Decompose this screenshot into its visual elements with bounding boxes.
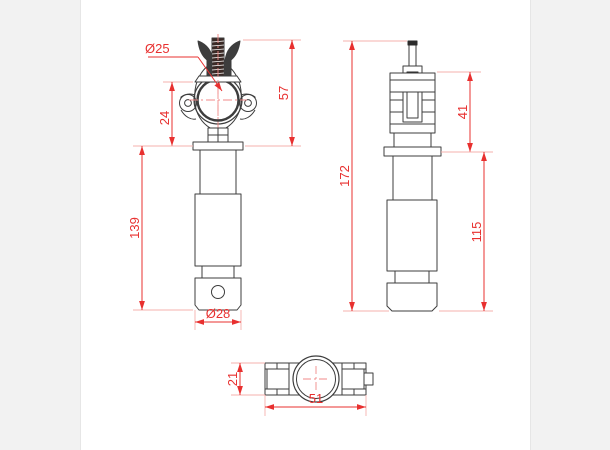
dim-label-body-height: 139 [127, 217, 142, 239]
bottom-cap-hole [211, 285, 225, 299]
clamp-web-left [180, 93, 196, 98]
side-view-dimensions: 172 41 115 [337, 40, 493, 312]
front-view [179, 34, 257, 312]
dim-label-diameter-bottom: Ø28 [206, 306, 231, 321]
top-view [264, 355, 374, 403]
side-tube-neck [394, 270, 430, 284]
tube-upper [199, 149, 237, 195]
wing-nut-right-wing [220, 40, 241, 77]
side-bottom-cap [386, 282, 438, 312]
clamp-web-right [240, 93, 256, 98]
dim-label-lower-height: 115 [469, 222, 484, 243]
side-view [383, 40, 442, 312]
side-tube-upper [392, 155, 433, 201]
side-head-band-3 [389, 123, 436, 134]
clamp-web-right-lower [239, 109, 256, 120]
dim-label-head-height: 41 [455, 105, 470, 119]
top-view-dimensions: 21 51 [225, 362, 367, 416]
side-head-band-1 [389, 79, 436, 93]
top-left-block [266, 368, 290, 390]
side-bolt-head [407, 40, 418, 46]
side-head-inner-slot-2 [406, 91, 419, 119]
dim-label-top-width: 51 [309, 391, 323, 406]
flange-plate [192, 141, 244, 151]
tube-bottom-cap [194, 277, 242, 311]
drawing-page: Ø25 24 57 139 Ø28 [80, 0, 531, 450]
wing-nut-assembly [194, 34, 242, 83]
dim-label-clamp-total: 57 [276, 86, 291, 100]
clamp-ear-left-hole [184, 99, 192, 107]
top-right-stub [363, 372, 374, 386]
top-right-block [341, 368, 365, 390]
technical-drawing-canvas: Ø25 24 57 139 Ø28 [127, 34, 493, 416]
dim-label-diameter-top: Ø25 [145, 41, 170, 56]
dim-label-top-depth: 21 [225, 372, 240, 386]
front-view-dimensions: Ø25 24 57 139 Ø28 [127, 39, 301, 330]
clamp-ear-right-hole [244, 99, 252, 107]
wing-nut-collar [194, 75, 242, 83]
dim-label-clamp-offset: 24 [157, 111, 172, 125]
tube-lower-neck [201, 265, 235, 279]
side-head-band-4 [393, 132, 432, 148]
clamp-web-left-lower [180, 109, 197, 120]
side-head-top-plate [389, 72, 436, 81]
dim-label-overall-height: 172 [337, 165, 352, 187]
side-tube-barrel [386, 199, 438, 272]
side-flange-plate [383, 146, 442, 157]
tube-barrel [194, 193, 242, 267]
dim-d25-leader [197, 56, 223, 92]
side-bolt-stem [408, 43, 417, 67]
